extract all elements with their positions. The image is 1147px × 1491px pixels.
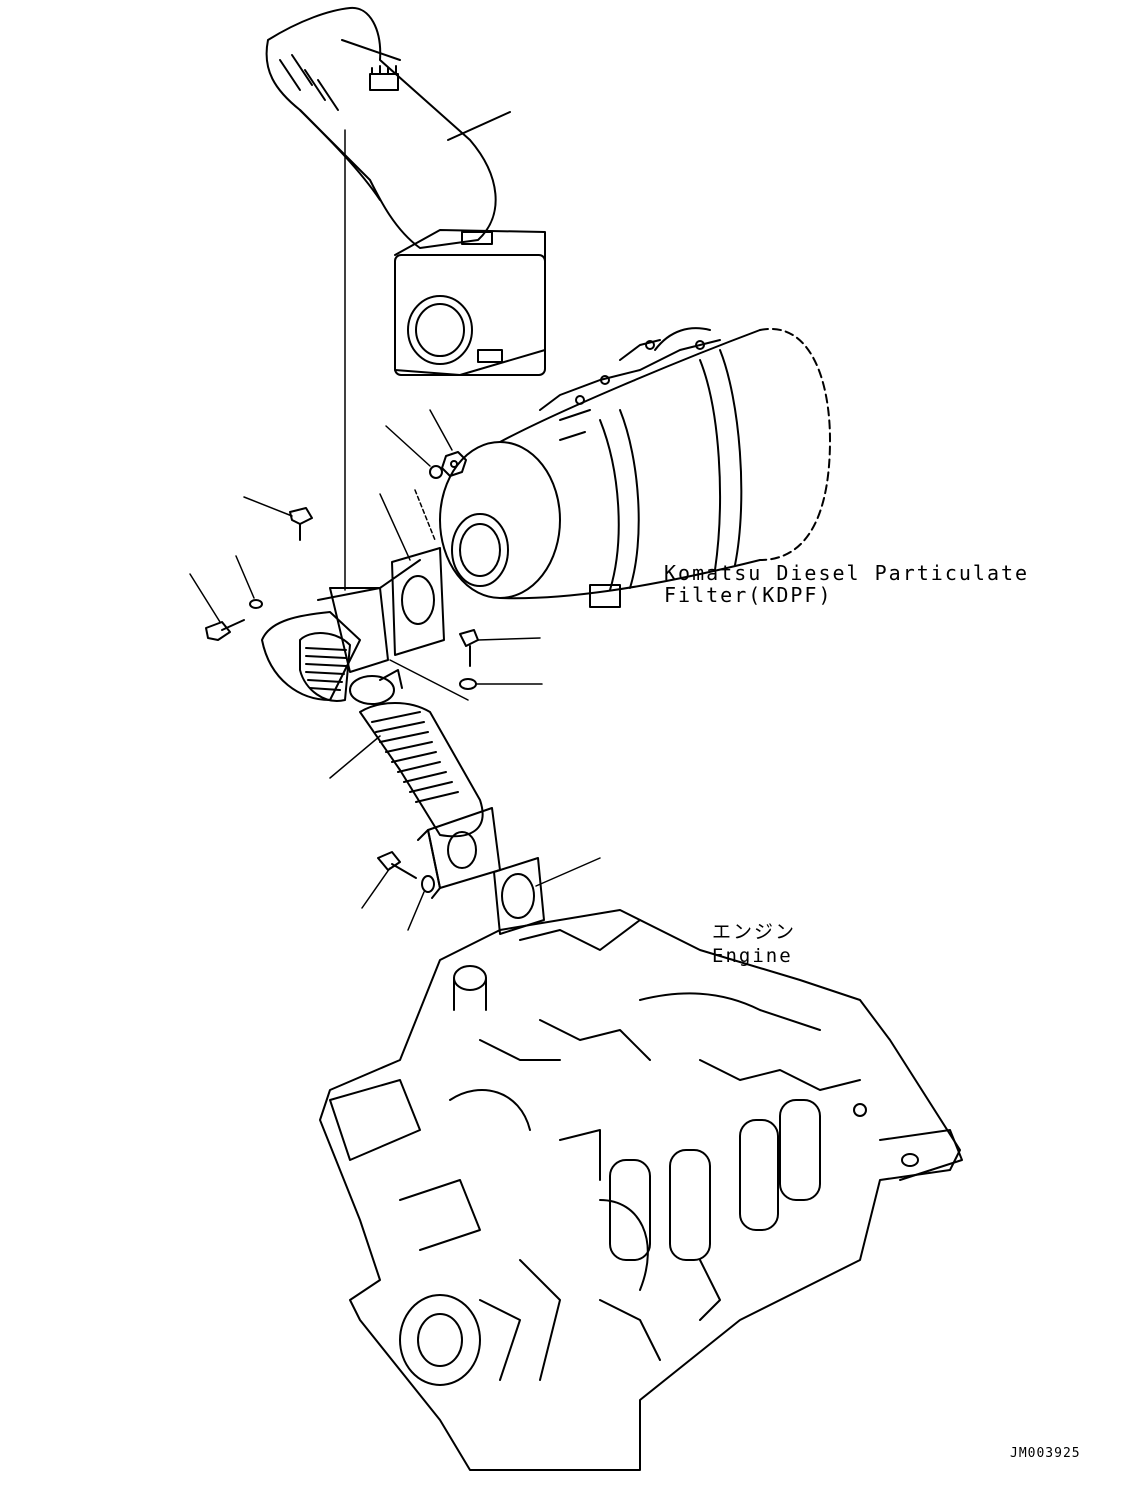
nut-washer-set [385, 409, 467, 479]
connector-bellows-pipe [261, 559, 501, 899]
intake-duct [265, 6, 546, 376]
engine-assembly [319, 909, 963, 1471]
kdpf-label-line1: Komatsu Diesel Particulate [664, 561, 1030, 585]
kdpf-unit [439, 327, 831, 608]
bolt-set-upper [189, 496, 543, 690]
kdpf-label: Komatsu Diesel Particulate Filter(KDPF) [664, 562, 1029, 606]
gasket-lower [493, 857, 601, 935]
bolt-set-lower [361, 851, 435, 931]
kdpf-label-line2: Filter(KDPF) [664, 583, 833, 607]
engine-label-en: Engine [712, 945, 793, 967]
engine-label: エンジン Engine [712, 920, 796, 968]
drawing-id: JM003925 [1010, 1446, 1081, 1461]
engine-label-jp: エンジン [712, 921, 797, 943]
gasket-upper [379, 489, 445, 656]
